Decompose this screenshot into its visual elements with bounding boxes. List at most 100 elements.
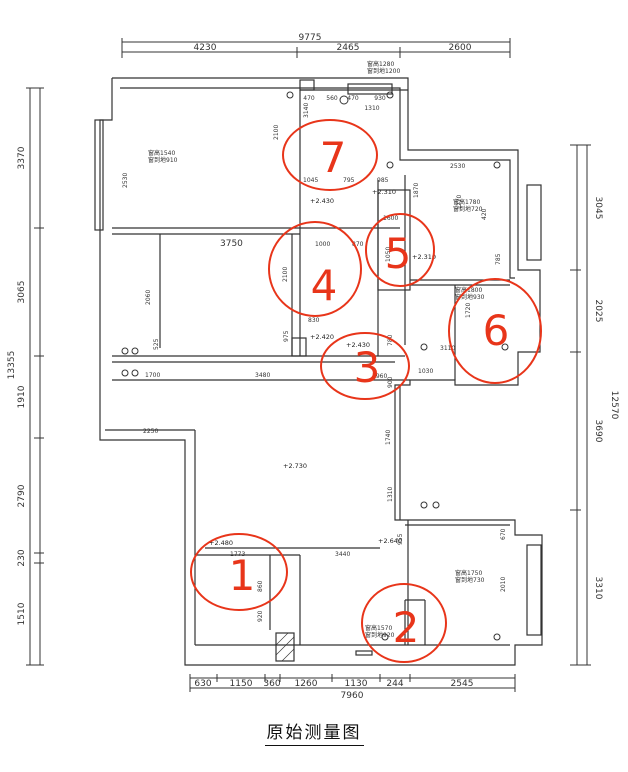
room-number-7: 7: [320, 133, 347, 182]
dim-r2-1: 2010: [500, 577, 507, 592]
window-room5-note-2: 窗到地720: [453, 205, 483, 213]
hatch-block: [275, 632, 295, 662]
right-dim-1: 3045: [593, 197, 603, 220]
top-inner-5: 1310: [364, 105, 379, 112]
dim-r4-7: 830: [308, 317, 320, 324]
drawing-title: 原始测量图: [0, 718, 628, 746]
hatch-lines: [275, 632, 295, 662]
room-number-2: 2: [393, 603, 420, 652]
dim-r4-2: 870: [352, 241, 364, 248]
left-dim-6: 1510: [17, 602, 27, 625]
dim-r3-5: 3480: [255, 372, 270, 379]
window-room7-note-2: 窗到地910: [148, 156, 178, 164]
left-total-dim: 13355: [7, 351, 17, 380]
elev-4: +2.420: [310, 333, 334, 341]
room-annotation-circles: [190, 119, 542, 663]
elev-6: +2.730: [283, 462, 307, 470]
window-room6-note-1: 窗高1800: [455, 286, 482, 294]
bottom-dim-7: 2545: [451, 679, 474, 689]
bottom-dim-1: 630: [194, 679, 211, 689]
window-room2-note-2: 窗到地730: [455, 576, 485, 584]
elev-5: +2.430: [346, 341, 370, 349]
dim-r5-5: 785: [495, 253, 502, 265]
circle-room-7: [282, 119, 378, 191]
dim-hall-2: 1310: [387, 487, 394, 502]
left-dim-2: 3065: [17, 281, 27, 304]
top-inner-4: 930: [374, 95, 386, 102]
dim-r3-1: 1960: [372, 373, 387, 380]
drawing-title-text: 原始测量图: [264, 723, 364, 746]
dim-r1-0: 1773: [230, 551, 245, 558]
dim-r6-0: 3110: [440, 345, 455, 352]
elevation-labels: +2.430 +2.310 +2.310 +2.420 +2.430 +2.73…: [209, 188, 436, 547]
top-inner-3: 470: [347, 95, 359, 102]
bottom-dim-2: 1150: [230, 679, 253, 689]
room-number-5: 5: [385, 229, 412, 278]
bottom-dim-4: 1260: [295, 679, 318, 689]
dim-r7-2: 1045: [303, 177, 318, 184]
circle-room-5: [365, 213, 435, 287]
dim-r1-2: 860: [257, 580, 264, 592]
dim-r5-3: 1270: [456, 195, 463, 210]
circle-room-3: [320, 332, 410, 400]
room-number-3: 3: [354, 343, 381, 392]
dim-r4-3: 2100: [282, 267, 289, 282]
top-dim-3: 2600: [449, 43, 472, 53]
elev-1: +2.430: [310, 197, 334, 205]
dim-hall-0: 2250: [143, 428, 158, 435]
elev-2: +2.310: [372, 188, 396, 196]
dim-r4-0: 3750: [220, 239, 243, 249]
dim-r4-6: 525: [153, 338, 160, 350]
circle-room-1: [190, 533, 288, 611]
dim-r5-1: 1050: [385, 247, 392, 262]
room-number-4: 4: [311, 261, 338, 310]
dim-r7-1: 2100: [273, 125, 280, 140]
top-total-dim: 9775: [299, 33, 322, 43]
circle-room-2: [361, 583, 447, 663]
left-dim-4: 2790: [17, 484, 27, 507]
right-dim-3: 3690: [593, 420, 603, 443]
dim-r7-0: 3140: [303, 103, 310, 118]
dim-r7-5: 2530: [122, 173, 129, 188]
dim-r5-6: 2530: [450, 163, 465, 170]
dimension-lines: [26, 38, 591, 692]
dim-r2-0: 670: [500, 528, 507, 540]
window-room5-note-1: 窗高1780: [453, 198, 480, 206]
left-dim-1: 3370: [17, 146, 27, 169]
dim-r4-4: 2060: [145, 290, 152, 305]
bottom-dim-6: 244: [386, 679, 403, 689]
dim-r1-1: 3440: [335, 551, 350, 558]
right-dim-4: 3310: [593, 577, 603, 600]
left-dim-3: 1910: [17, 385, 27, 408]
dim-hall-1: 1740: [385, 430, 392, 445]
elev-3: +2.310: [412, 253, 436, 261]
circle-room-4: [268, 221, 362, 317]
dim-r5-4: 420: [481, 208, 488, 220]
fixture-circles: [121, 91, 509, 641]
top-inner-2: 560: [326, 95, 338, 102]
elev-8: +2.640: [378, 537, 402, 545]
dim-r7-3: 795: [343, 177, 355, 184]
dim-r7-4: 985: [377, 177, 389, 184]
room-number-6: 6: [483, 306, 510, 355]
left-dim-5: 230: [17, 549, 27, 566]
dim-r1-3: 920: [257, 610, 264, 622]
window-bottom-note-1: 窗高1570: [365, 624, 392, 632]
dim-r3-3: 900: [387, 376, 394, 388]
bottom-dim-5: 1130: [345, 679, 368, 689]
dim-r6-1: 1720: [465, 303, 472, 318]
dim-labels: 9775 4230 2465 2600 470 560 470 930 1310…: [7, 33, 619, 701]
right-dim-2: 2025: [593, 300, 603, 323]
dim-r5-0: 1600: [383, 215, 398, 222]
top-inner-1: 470: [303, 95, 315, 102]
dim-r4-1: 1000: [315, 241, 330, 248]
circle-room-6: [448, 278, 542, 384]
bottom-dim-3: 360: [263, 679, 280, 689]
window-top-note-1: 窗高1280: [367, 60, 394, 68]
window-bottom-note-2: 窗到地920: [365, 631, 395, 639]
window-room6-note-2: 窗到地930: [455, 293, 485, 301]
dim-r1-4: 955: [397, 533, 404, 545]
dim-r5-2: 1870: [413, 183, 420, 198]
dim-r4-5: 975: [283, 330, 290, 342]
